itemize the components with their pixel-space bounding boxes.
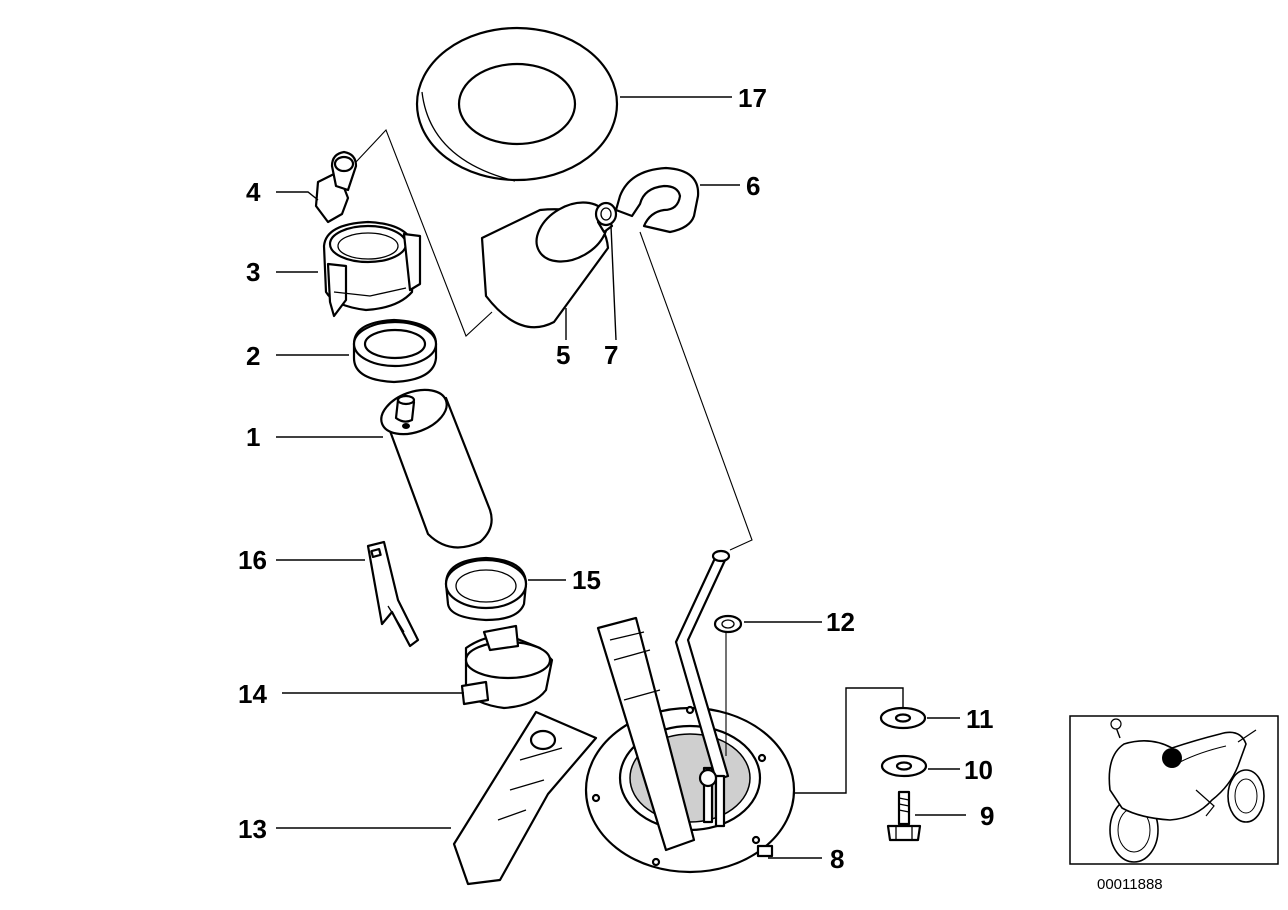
part-4-elbow-hose[interactable] <box>314 150 358 224</box>
location-marker <box>1162 748 1182 768</box>
callout-1: 1 <box>246 422 260 452</box>
callout-3: 3 <box>246 257 260 287</box>
callout-13: 13 <box>238 814 267 844</box>
callout-5: 5 <box>556 340 570 370</box>
part-8-flange-unit[interactable] <box>584 549 796 874</box>
callout-2: 2 <box>246 341 260 371</box>
part-7-hose-clamp[interactable] <box>594 201 618 227</box>
callout-17: 17 <box>738 83 767 113</box>
callout-11: 11 <box>966 704 994 734</box>
callout-10: 10 <box>964 755 993 785</box>
part-5-fuel-filter[interactable] <box>480 190 618 329</box>
callout-15: 15 <box>572 565 601 595</box>
callout-4: 4 <box>246 177 261 207</box>
callout-labels: 17 4 6 3 2 5 7 1 16 15 12 14 11 10 9 13 … <box>238 83 994 874</box>
assembly-lines <box>355 128 753 756</box>
part-16-clip[interactable] <box>366 540 420 648</box>
callout-6: 6 <box>746 171 760 201</box>
callout-16: 16 <box>238 545 267 575</box>
part-3-retaining-clamp[interactable] <box>322 220 422 318</box>
callout-7: 7 <box>604 340 618 370</box>
part-1-fuel-pump[interactable] <box>375 382 493 549</box>
callout-12: 12 <box>826 607 855 637</box>
part-12-small-seal[interactable] <box>713 614 743 634</box>
part-10-washer[interactable] <box>880 754 928 778</box>
callout-14: 14 <box>238 679 267 709</box>
callout-9: 9 <box>980 801 994 831</box>
part-17-gasket-ring[interactable] <box>415 26 619 182</box>
callout-8: 8 <box>830 844 844 874</box>
part-13-strainer[interactable] <box>452 710 598 886</box>
part-14-pump-holder[interactable] <box>460 624 554 710</box>
motorcycle-locator-icon <box>1069 715 1279 865</box>
leader-lines <box>276 96 966 859</box>
figure-id: 00011888 <box>1097 876 1163 893</box>
part-15-lower-seal-ring[interactable] <box>444 556 528 622</box>
part-2-seal-ring[interactable] <box>352 318 438 384</box>
part-11-washer[interactable] <box>879 706 927 730</box>
part-9-screw[interactable] <box>886 790 922 842</box>
part-6-curved-hose[interactable] <box>614 166 700 234</box>
